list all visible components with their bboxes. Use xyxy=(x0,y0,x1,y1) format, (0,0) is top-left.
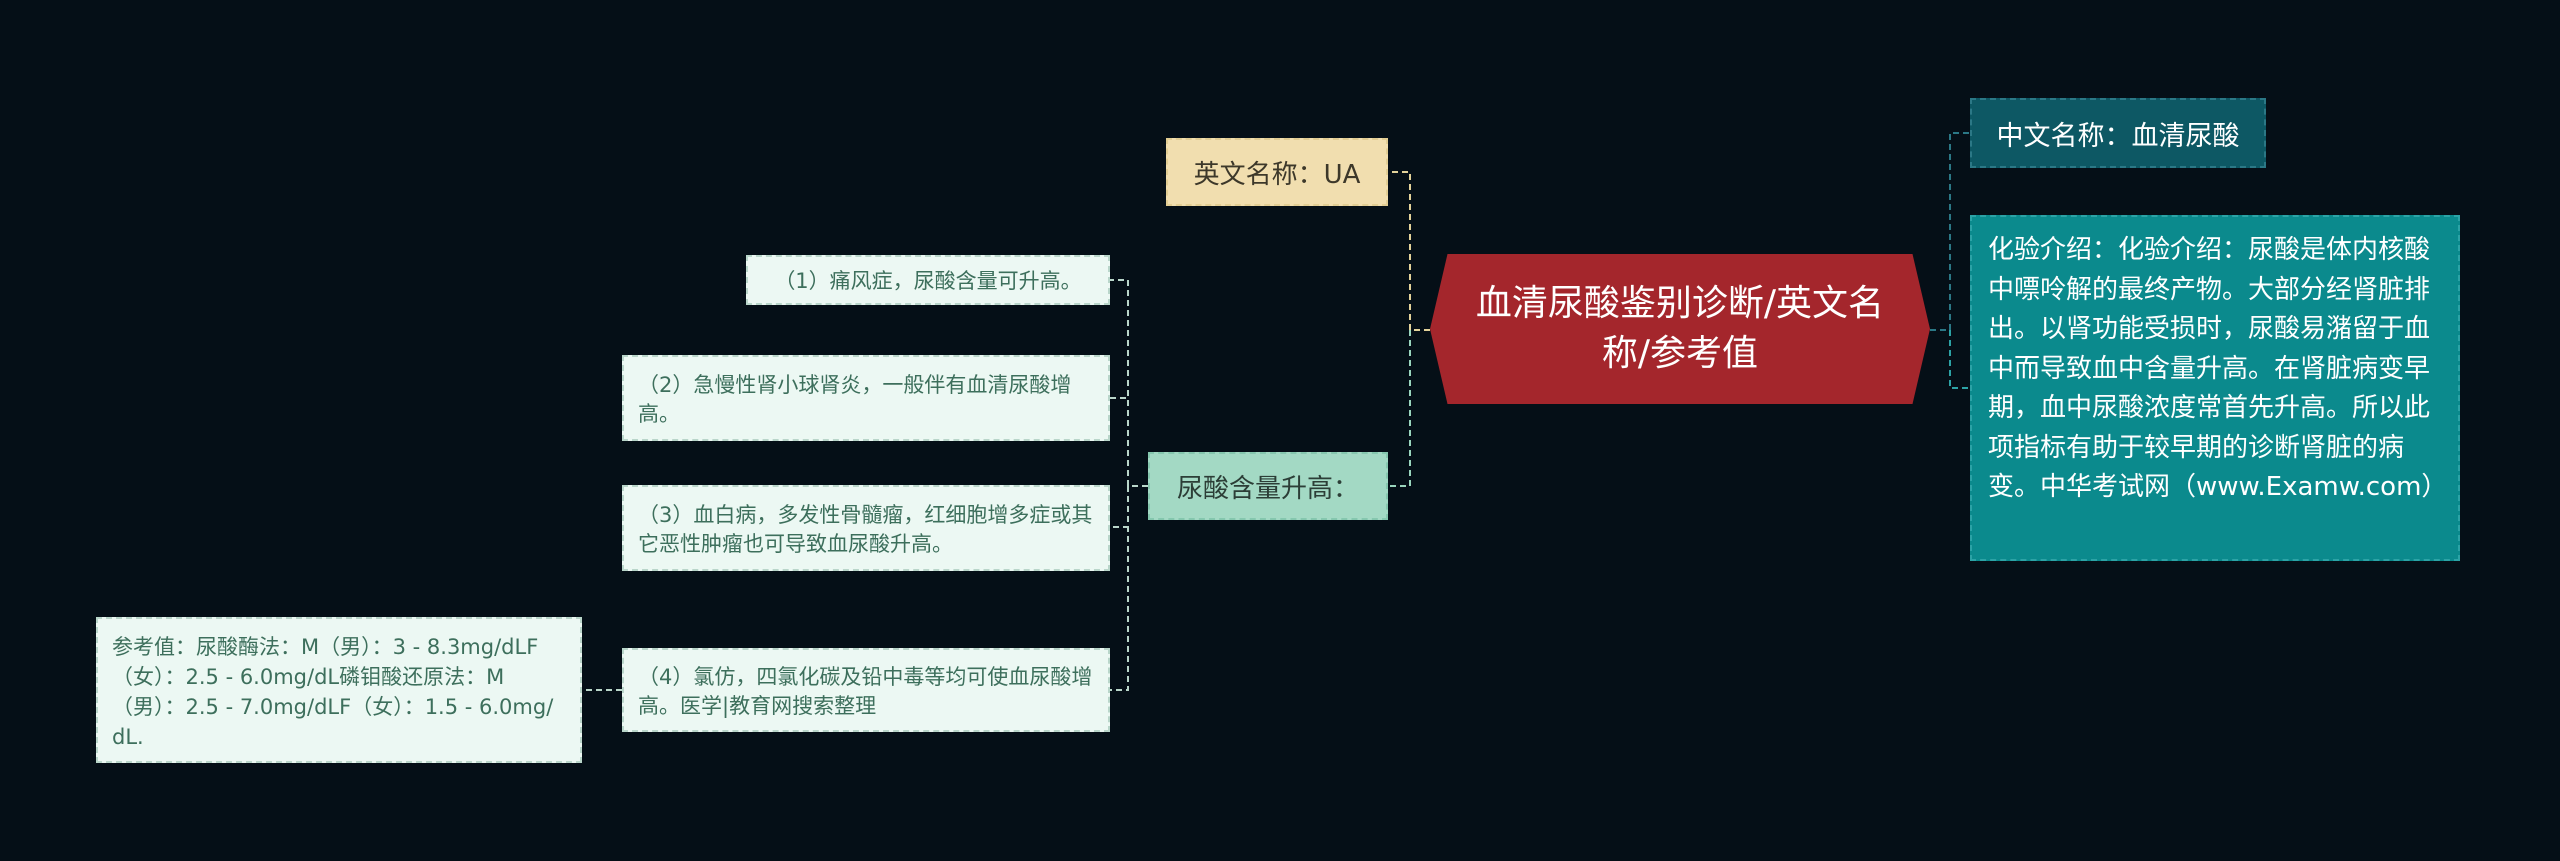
connector-chinese-name xyxy=(1949,132,1970,330)
uric-acid-raised-label: 尿酸含量升高： xyxy=(1176,473,1359,504)
connector-cause-4 xyxy=(1110,486,1129,691)
cause-node-4[interactable]: （4）氯仿，四氯化碳及铅中毒等均可使血尿酸增高。医学|教育网搜索整理 xyxy=(622,648,1110,732)
connector-cause-3 xyxy=(1110,486,1129,528)
connector-cause-1 xyxy=(1110,279,1129,486)
connector-cause-2 xyxy=(1110,397,1129,486)
chinese-name-node[interactable]: 中文名称：血清尿酸 xyxy=(1970,98,2266,168)
cause-text-4: （4）氯仿，四氯化碳及铅中毒等均可使血尿酸增高。医学|教育网搜索整理 xyxy=(638,665,1093,718)
root-node[interactable]: 血清尿酸鉴别诊断/英文名称/参考值 xyxy=(1430,254,1930,404)
chinese-name-label: 中文名称：血清尿酸 xyxy=(1996,120,2240,152)
lab-intro-text: 化验介绍：化验介绍：尿酸是体内核酸中嘌呤解的最终产物。大部分经肾脏排出。以肾功能… xyxy=(1988,235,2448,502)
uric-acid-raised-node[interactable]: 尿酸含量升高： xyxy=(1148,452,1388,520)
root-title: 血清尿酸鉴别诊断/英文名称/参考值 xyxy=(1475,283,1885,374)
cause-node-2[interactable]: （2）急慢性肾小球肾炎，一般伴有血清尿酸增高。 xyxy=(622,355,1110,441)
english-name-node[interactable]: 英文名称：UA xyxy=(1166,138,1388,206)
connector-lab-intro xyxy=(1949,330,1970,389)
reference-value-node[interactable]: 参考值：尿酸酶法：M（男）：3 - 8.3mg/dLF（女）：2.5 - 6.0… xyxy=(96,617,582,763)
cause-node-3[interactable]: （3）血白病，多发性骨髓瘤，红细胞增多症或其它恶性肿瘤也可导致血尿酸升高。 xyxy=(622,485,1110,571)
cause-text-3: （3）血白病，多发性骨髓瘤，红细胞增多症或其它恶性肿瘤也可导致血尿酸升高。 xyxy=(638,503,1093,556)
cause-text-2: （2）急慢性肾小球肾炎，一般伴有血清尿酸增高。 xyxy=(638,373,1072,426)
connector-uric-acid-raised xyxy=(1388,330,1411,487)
cause-node-1[interactable]: （1）痛风症，尿酸含量可升高。 xyxy=(746,255,1110,305)
connector-english-name xyxy=(1388,171,1411,330)
reference-value-text: 参考值：尿酸酶法：M（男）：3 - 8.3mg/dLF（女）：2.5 - 6.0… xyxy=(112,635,554,749)
lab-intro-node[interactable]: 化验介绍：化验介绍：尿酸是体内核酸中嘌呤解的最终产物。大部分经肾脏排出。以肾功能… xyxy=(1970,215,2460,561)
english-name-label: 英文名称：UA xyxy=(1193,159,1361,190)
cause-text-1: （1）痛风症，尿酸含量可升高。 xyxy=(774,269,1082,293)
